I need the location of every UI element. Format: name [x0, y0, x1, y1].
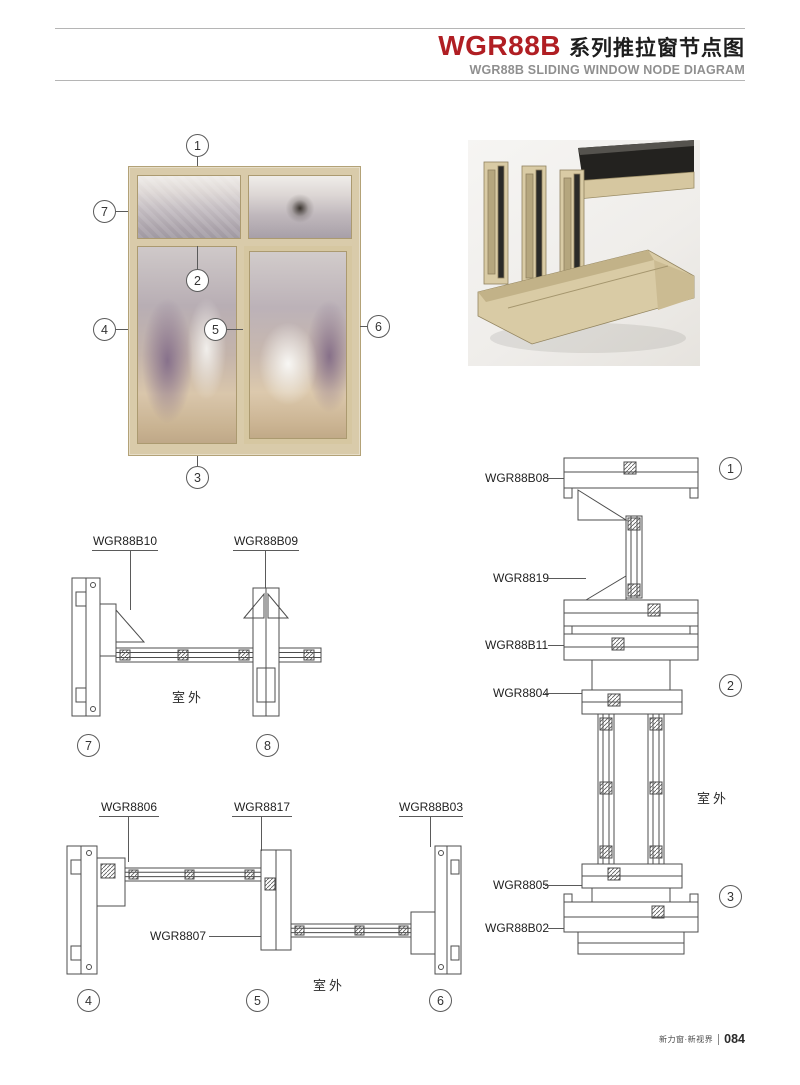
- callout-section-4: 4: [77, 989, 100, 1012]
- page-subtitle: WGR88B SLIDING WINDOW NODE DIAGRAM: [469, 63, 745, 77]
- page-title: WGR88B 系列推拉窗节点图: [438, 30, 745, 62]
- part-label-wgr88b11: WGR88B11: [485, 638, 549, 652]
- leader-line: [130, 551, 131, 610]
- part-label-wgr88b09: WGR88B09: [233, 534, 299, 551]
- page-number: 084: [724, 1032, 745, 1046]
- leader-line: [197, 157, 198, 166]
- callout-section-3: 3: [719, 885, 742, 908]
- leader-line: [227, 329, 243, 330]
- leader-line: [430, 817, 431, 847]
- node-section-drawing-4-5-6: [66, 845, 462, 975]
- node-section-drawing-7-8: [71, 577, 322, 717]
- part-label-wgr8807: WGR8807: [150, 929, 207, 943]
- callout-node-1: 1: [186, 134, 209, 157]
- callout-section-8: 8: [256, 734, 279, 757]
- header-rule-top: [55, 28, 745, 29]
- footer-separator: [718, 1033, 720, 1045]
- node-section-drawing-1-2-3: [563, 457, 699, 955]
- part-label-wgr88b08: WGR88B08: [485, 471, 550, 485]
- callout-node-2: 2: [186, 269, 209, 292]
- part-label-wgr88b02: WGR88B02: [485, 921, 550, 935]
- leader-line: [209, 936, 261, 937]
- callout-node-6: 6: [367, 315, 390, 338]
- leader-line: [265, 551, 266, 588]
- part-label-wgr8805: WGR8805: [493, 878, 550, 892]
- leader-line: [116, 211, 128, 212]
- leader-line: [545, 885, 582, 886]
- outdoor-label-bottom: 室外: [313, 978, 346, 993]
- profile-3d-render-drawing: [477, 140, 695, 353]
- title-chinese: 系列推拉窗节点图: [569, 37, 745, 60]
- callout-node-7: 7: [93, 200, 116, 223]
- callout-section-6: 6: [429, 989, 452, 1012]
- part-label-wgr8804: WGR8804: [493, 686, 550, 700]
- leader-line: [197, 456, 198, 466]
- leader-line: [545, 693, 582, 694]
- header-rule-bottom: [55, 80, 745, 81]
- window-pane-top-left: [137, 175, 241, 239]
- leader-line: [128, 817, 129, 862]
- callout-node-3: 3: [186, 466, 209, 489]
- window-pane-top-right: [248, 175, 352, 239]
- leader-line: [545, 578, 586, 579]
- callout-section-7: 7: [77, 734, 100, 757]
- callout-section-1: 1: [719, 457, 742, 480]
- outdoor-label-right: 室外: [697, 791, 730, 806]
- part-label-wgr8819: WGR8819: [493, 571, 550, 585]
- callout-node-4: 4: [93, 318, 116, 341]
- window-bottom-row: [137, 246, 352, 444]
- leader-line: [548, 645, 564, 646]
- part-label-wgr88b03: WGR88B03: [399, 800, 463, 817]
- window-pane-bottom-right: [244, 246, 352, 444]
- callout-section-5: 5: [246, 989, 269, 1012]
- leader-line: [197, 246, 198, 269]
- page-footer: 新力窗·新视界 084: [659, 1032, 745, 1046]
- leader-line: [116, 329, 128, 330]
- callout-section-2: 2: [719, 674, 742, 697]
- part-label-wgr8817: WGR8817: [232, 800, 292, 817]
- leader-line: [548, 928, 564, 929]
- part-label-wgr8806: WGR8806: [99, 800, 159, 817]
- window-elevation-figure: [128, 166, 361, 456]
- leader-line: [360, 326, 367, 327]
- leader-line: [261, 817, 262, 851]
- part-label-wgr88b10: WGR88B10: [92, 534, 158, 551]
- profile-3d-render: [468, 140, 700, 366]
- series-code: WGR88B: [438, 30, 561, 61]
- callout-node-5: 5: [204, 318, 227, 341]
- outdoor-label-mid: 室外: [172, 690, 205, 705]
- window-top-row: [137, 175, 352, 239]
- leader-line: [548, 478, 564, 479]
- footer-brand-text: 新力窗·新视界: [658, 1034, 714, 1044]
